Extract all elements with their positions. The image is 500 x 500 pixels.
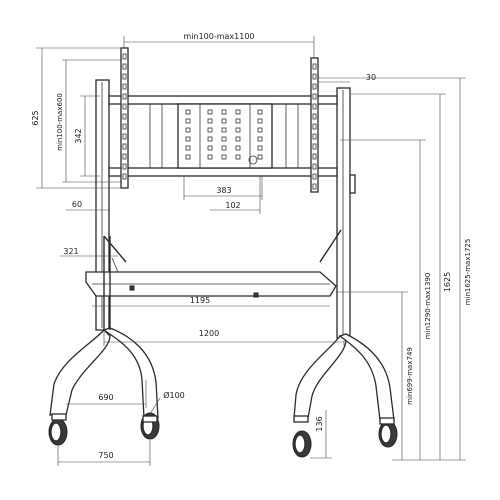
- label-shelf-offset: 321: [63, 247, 78, 256]
- label-wheel-diameter: Ø100: [163, 390, 185, 400]
- wheel-back-left: [140, 412, 160, 440]
- bar-slot: [122, 53, 127, 60]
- panel-hole: [257, 109, 263, 115]
- bar-slot: [122, 133, 127, 140]
- label-overall-height: 1625: [443, 272, 452, 292]
- bar-slot: [312, 143, 317, 150]
- bar-slot: [312, 153, 317, 160]
- bar-slot: [122, 73, 127, 80]
- label-panel-height: 342: [74, 128, 83, 143]
- bar-slot: [312, 83, 317, 90]
- panel-hole: [257, 154, 263, 160]
- label-leg-span: 690: [98, 393, 113, 402]
- label-vesa-width: min100-max1100: [183, 32, 254, 41]
- panel-hole: [207, 136, 213, 142]
- panel-hole: [235, 127, 241, 133]
- bar-slot: [312, 173, 317, 180]
- bar-slot: [312, 93, 317, 100]
- bar-slot: [122, 153, 127, 160]
- left-vesa-bar: [120, 47, 129, 189]
- bar-slot: [122, 103, 127, 110]
- shelf: [85, 257, 337, 298]
- panel-hole: [207, 127, 213, 133]
- panel-hole: [185, 118, 191, 124]
- vesa-center-panel: [177, 103, 273, 169]
- panel-hole: [207, 145, 213, 151]
- panel-hole: [221, 109, 227, 115]
- panel-hole: [221, 118, 227, 124]
- bar-slot: [122, 63, 127, 70]
- panel-hole: [185, 136, 191, 142]
- bar-slot: [312, 183, 317, 190]
- label-vesa-height: min100-max600: [56, 93, 64, 151]
- panel-hole: [207, 154, 213, 160]
- panel-hole: [257, 136, 263, 142]
- panel-hole: [221, 127, 227, 133]
- panel-hole: [257, 118, 263, 124]
- panel-hole: [207, 118, 213, 124]
- label-center-spacing: 383: [216, 186, 231, 195]
- bar-slot: [122, 93, 127, 100]
- panel-hole: [185, 154, 191, 160]
- panel-hole: [185, 145, 191, 151]
- wheel-front-left: [48, 413, 68, 446]
- bar-slot: [122, 163, 127, 170]
- bar-slot: [122, 173, 127, 180]
- panel-hole: [235, 154, 241, 160]
- panel-hole: [257, 145, 263, 151]
- panel-hole: [221, 136, 227, 142]
- panel-hole: [221, 154, 227, 160]
- bar-slot: [122, 83, 127, 90]
- bar-slot: [312, 113, 317, 120]
- panel-hole: [207, 109, 213, 115]
- left-leg: [49, 235, 159, 419]
- bar-slot: [122, 113, 127, 120]
- label-upright-span: 1200: [199, 329, 219, 338]
- label-base-width: 750: [98, 451, 113, 460]
- panel-hole: [235, 136, 241, 142]
- wheel-front-right: [292, 415, 312, 458]
- panel-hole: [235, 118, 241, 124]
- panel-hole: [235, 145, 241, 151]
- panel-hole: [257, 127, 263, 133]
- dimension-lines: [36, 36, 466, 466]
- right-vesa-bar: [310, 57, 319, 193]
- label-bracket-depth: 30: [366, 73, 376, 82]
- left-upright: [95, 79, 110, 331]
- panel-hole: [185, 127, 191, 133]
- panel-hole: [235, 109, 241, 115]
- panel-hole: [185, 109, 191, 115]
- label-slot-width: 102: [225, 201, 240, 210]
- bar-slot: [122, 143, 127, 150]
- wheel-back-right: [378, 417, 398, 448]
- label-shelf-height: min699-max749: [406, 347, 414, 405]
- bar-slot: [312, 73, 317, 80]
- bar-slot: [312, 133, 317, 140]
- bar-slot: [312, 163, 317, 170]
- label-center-height: min1290-max1390: [424, 273, 432, 340]
- bar-slot: [312, 103, 317, 110]
- label-bracket-height: 625: [31, 110, 40, 125]
- label-wheel-height: 136: [315, 416, 324, 431]
- bar-slot: [122, 123, 127, 130]
- label-post-offset: 60: [72, 200, 82, 209]
- panel-hole: [221, 145, 227, 151]
- dimension-labels: min100-max1100 625 min100-max600 30 342 …: [31, 32, 472, 460]
- label-max-height: min1625-max1725: [464, 239, 472, 306]
- bar-slot: [312, 63, 317, 70]
- bar-slot: [312, 123, 317, 130]
- label-shelf-width: 1195: [190, 296, 210, 305]
- right-upright: [336, 87, 356, 339]
